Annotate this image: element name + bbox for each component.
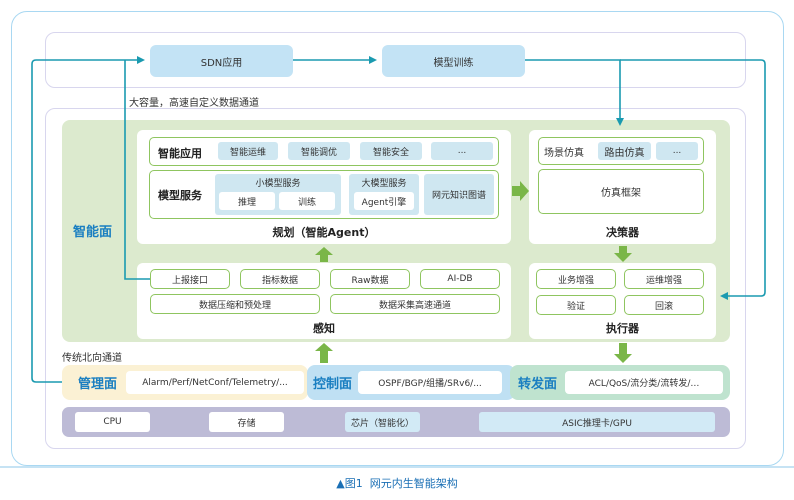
management-plane: 管理面 Alarm/Perf/NetConf/Telemetry/... [62,365,308,400]
executor-caption: 执行器 [606,322,639,335]
figure-caption: ▲图1 网元内生智能架构 [0,475,794,491]
scenario-sim-title: 场景仿真 [544,147,584,159]
northbound-channel-label: 传统北向通道 [62,353,122,364]
control-plane-protocols: OSPF/BGP/组播/SRv6/... [358,371,503,394]
caption-divider [0,466,794,468]
executor-item: 验证 [536,295,616,315]
planning-caption: 规划（智能Agent） [272,226,376,239]
executor-item: 业务增强 [536,269,616,289]
smart-app-item: 智能安全 [360,142,422,160]
management-plane-protocols: Alarm/Perf/NetConf/Telemetry/... [126,371,305,394]
small-model-title: 小模型服务 [255,178,301,189]
control-plane: 控制面 OSPF/BGP/组播/SRv6/... [307,365,515,400]
figure-caption-title: 网元内生智能架构 [369,477,458,490]
inference-item: 推理 [219,192,275,210]
intelligence-plane-label: 智能面 [73,225,113,240]
control-plane-label: 控制面 [313,377,353,392]
sdn-app-label: SDN应用 [200,57,243,69]
large-model-title: 大模型服务 [361,178,407,189]
smart-app-item: ... [431,142,493,160]
figure-caption-prefix: ▲图1 [336,477,363,490]
hardware-item-cpu: CPU [75,412,150,432]
smart-apps-title: 智能应用 [158,147,202,160]
model-training-label: 模型训练 [433,57,474,69]
knowledge-graph-item: 网元知识图谱 [424,174,494,215]
sdn-app-box: SDN应用 [150,45,293,77]
training-item: 训练 [279,192,335,210]
outer-frame [11,11,784,466]
sim-framework-box: 仿真框架 [538,169,704,214]
route-sim-item: 路由仿真 [598,142,651,160]
forwarding-plane-label: 转发面 [518,377,558,392]
management-plane-label: 管理面 [78,377,118,392]
agent-engine-item: Agent引擎 [354,192,414,210]
forwarding-plane: 转发面 ACL/QoS/流分类/流转发/… [510,365,730,400]
forwarding-plane-protocols: ACL/QoS/流分类/流转发/… [565,371,724,394]
executor-item: 运维增强 [624,269,704,289]
perception-item: 上报接口 [150,269,230,289]
high-capacity-channel-label: 大容量，高速自定义数据通道 [129,98,259,109]
perception-item: AI-DB [420,269,500,289]
smart-app-item: 智能调优 [288,142,350,160]
executor-item: 回滚 [624,295,704,315]
perception-item: 指标数据 [240,269,320,289]
small-model-service: 小模型服务 推理 训练 [215,174,341,215]
hardware-item-asic: ASIC推理卡/GPU [479,412,715,432]
decision-caption: 决策器 [606,226,639,239]
smart-app-item: 智能运维 [218,142,278,160]
perception-item: 数据压缩和预处理 [150,294,320,314]
perception-caption: 感知 [313,322,335,335]
scenario-more-item: ... [656,142,698,160]
model-services-title: 模型服务 [158,189,202,202]
perception-item: 数据采集高速通道 [330,294,500,314]
large-model-service: 大模型服务 Agent引擎 [349,174,419,215]
perception-item: Raw数据 [330,269,410,289]
hardware-item-chip: 芯片（智能化） [345,412,420,432]
hardware-item-storage: 存储 [209,412,284,432]
model-training-box: 模型训练 [382,45,525,77]
